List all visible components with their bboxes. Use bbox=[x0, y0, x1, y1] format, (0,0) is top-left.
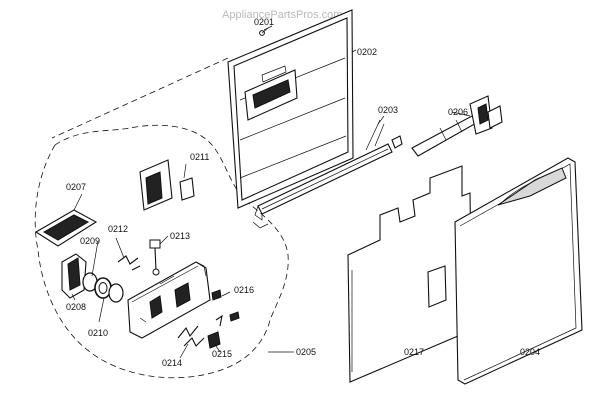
outer-door-panel bbox=[454, 157, 583, 385]
label-0214: 0214 bbox=[162, 358, 182, 368]
label-0217: 0217 bbox=[404, 347, 424, 357]
label-0209: 0209 bbox=[80, 236, 100, 246]
leader-lines bbox=[71, 27, 471, 359]
label-0204: 0204 bbox=[520, 347, 540, 357]
label-0216: 0216 bbox=[234, 285, 254, 295]
sensor-block bbox=[207, 331, 221, 349]
label-0202: 0202 bbox=[357, 47, 377, 57]
control-module bbox=[127, 261, 211, 339]
knob-ring-set bbox=[82, 272, 124, 303]
label-0215: 0215 bbox=[212, 349, 232, 359]
label-0201: 0201 bbox=[254, 17, 274, 27]
watermark-text: AppliancePartsPros.com bbox=[222, 9, 342, 21]
control-knob bbox=[61, 253, 87, 299]
retainer-clips bbox=[211, 289, 240, 327]
inner-door-panel bbox=[227, 9, 354, 209]
springs bbox=[177, 325, 205, 347]
vent-clip bbox=[391, 135, 403, 149]
display-frame bbox=[34, 209, 98, 247]
part-labels: 0201 0202 0203 0206 0211 0207 0212 0213 … bbox=[66, 17, 540, 368]
switch-plate bbox=[139, 159, 195, 211]
control-group-outline bbox=[34, 57, 289, 379]
label-0210: 0210 bbox=[88, 328, 108, 338]
label-0207: 0207 bbox=[66, 182, 86, 192]
label-0208: 0208 bbox=[66, 302, 86, 312]
label-0203: 0203 bbox=[378, 105, 398, 115]
label-0205: 0205 bbox=[296, 347, 316, 357]
hinge-bracket bbox=[411, 95, 503, 157]
label-0213: 0213 bbox=[170, 231, 190, 241]
label-0206: 0206 bbox=[448, 107, 468, 117]
label-0211: 0211 bbox=[190, 152, 209, 162]
label-0212: 0212 bbox=[108, 224, 128, 234]
vent-strip bbox=[252, 119, 393, 229]
spring-clip bbox=[117, 255, 141, 271]
push-switch bbox=[149, 239, 161, 276]
